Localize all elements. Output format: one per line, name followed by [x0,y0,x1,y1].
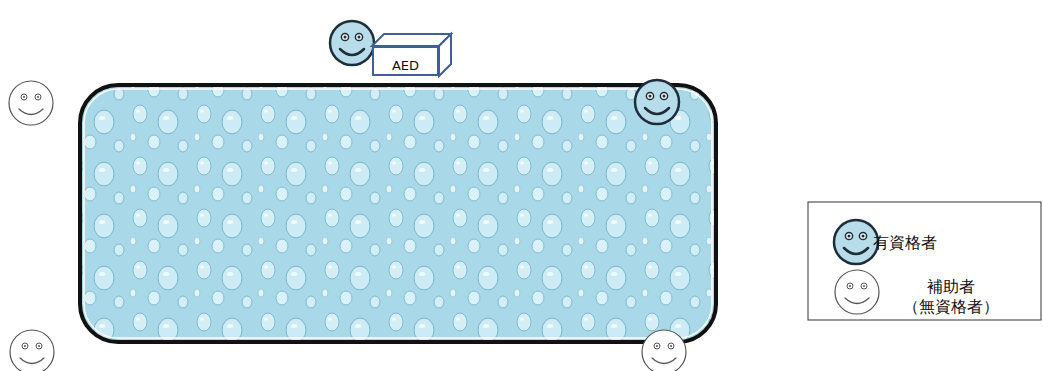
aed-box-top [372,34,451,46]
legend-qualified-symbol [834,220,878,264]
qualified-person [330,21,374,65]
assistant-person [10,330,54,371]
aed-box: AED [372,46,439,76]
box-label: AED [392,58,419,73]
legend-box [808,202,1041,320]
assistant-person [642,330,686,371]
aed-box-side [439,34,451,76]
qualified-person [635,80,679,124]
pool [80,85,716,342]
pool-inner-edge [84,89,712,338]
legend-label: 有資格者 [873,233,953,253]
legend-label: 補助者 （無資格者） [888,277,1013,317]
assistant-person [9,81,53,125]
legend-assistant-symbol [835,270,879,314]
